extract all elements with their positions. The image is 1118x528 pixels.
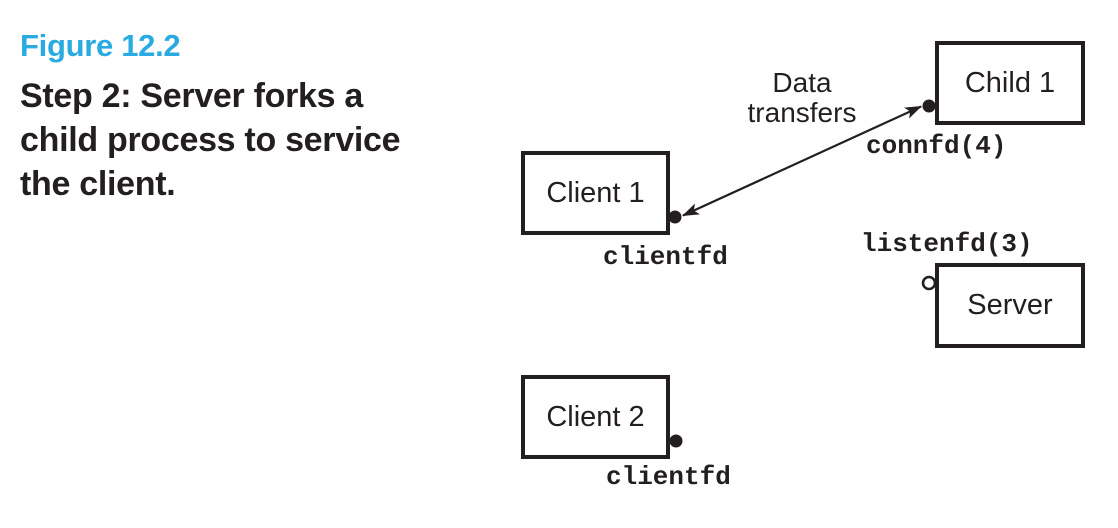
arrowhead-child-end [904,106,922,119]
client2-clientfd-label: clientfd [606,462,731,492]
connfd-label: connfd(4) [866,131,1007,161]
server-label: Server [967,289,1053,321]
caption-line: the client. [20,165,176,203]
server-box: Server [935,263,1085,348]
server-listening-socket-circle [921,275,937,291]
client1-box: Client 1 [521,151,670,235]
client1-clientfd-label: clientfd [603,242,728,272]
client2-box: Client 2 [521,375,670,459]
figure-caption: Figure 12.2 Step 2: Server forks a child… [20,26,460,206]
client1-label: Client 1 [546,176,645,209]
data-transfers-label: Data transfers [747,67,857,128]
client1-socket-dot [668,210,682,224]
caption-line: child process to service [20,121,401,159]
caption-line: Step 2: Server forks a [20,77,364,115]
client2-label: Client 2 [546,400,645,433]
child1-box: Child 1 [935,41,1085,125]
arrowhead-client-end [682,203,700,216]
listenfd-label: listenfd(3) [861,229,1033,259]
figure-number: Figure 12.2 [20,28,181,63]
child1-socket-dot [922,99,936,113]
client2-socket-dot [669,434,683,448]
caption-text: Step 2: Server forks a child process to … [20,74,460,206]
child1-label: Child 1 [964,66,1056,99]
